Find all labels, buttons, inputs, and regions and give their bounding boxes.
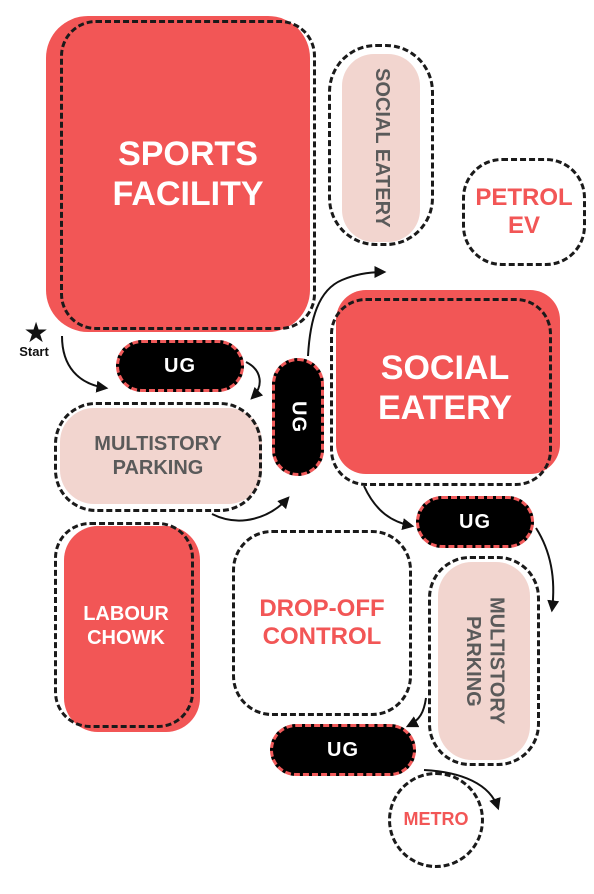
flow-arrow-dropoff-to-ug4 [405, 697, 427, 728]
ug-capsule-3: UG [416, 496, 534, 548]
ug-capsule-2: UG [272, 358, 324, 476]
petrol-ev-label: PETROL EV [475, 183, 573, 239]
labour-chowk-label: LABOUR CHOWK [83, 603, 169, 649]
drop-off-control-zone: DROP-OFF CONTROL [232, 530, 412, 716]
labour-chowk-outline [54, 522, 194, 728]
social-eatery-main-outline [330, 298, 552, 486]
sports-facility-outline [60, 20, 316, 330]
ug-capsule-1: UG [116, 340, 244, 392]
social-eatery-top-outline [328, 44, 434, 246]
sports-facility-zone: SPORTS FACILITY [46, 16, 316, 332]
social-eatery-top-label: SOCIAL EATERY [370, 68, 393, 228]
flow-arrow-start-to-parking [61, 335, 109, 393]
social-eatery-main-zone: SOCIAL EATERY [330, 290, 560, 486]
multistory-parking-left-zone: MULTISTORY PARKING [50, 402, 262, 514]
flow-arrow-parking-to-ug2 [211, 496, 290, 522]
drop-off-control-label: DROP-OFF CONTROL [259, 594, 385, 650]
metro-label: METRO [403, 809, 469, 830]
flow-arrow-ug3-to-parking-right [535, 527, 560, 613]
petrol-ev-zone: PETROL EV [462, 158, 586, 266]
labour-chowk-zone: LABOUR CHOWK [54, 520, 200, 732]
multistory-parking-right-zone: MULTISTORY PARKING [428, 556, 540, 766]
sports-facility-label: SPORTS FACILITY [112, 134, 264, 213]
petrol-ev-outline [462, 158, 586, 266]
flow-arrow-eatery-to-ug3 [363, 485, 415, 530]
flow-arrow-ug2-to-top [307, 266, 387, 357]
start-label: Start [19, 344, 49, 360]
metro-outline [388, 772, 484, 868]
multistory-parking-right-outline [428, 556, 540, 766]
social-eatery-main-label: SOCIAL EATERY [377, 348, 513, 427]
metro-zone: METRO [388, 772, 484, 868]
ug-capsule-4: UG [270, 724, 416, 776]
star-icon: ★ [23, 317, 49, 348]
drop-off-control-outline [232, 530, 412, 716]
social-eatery-top-zone: SOCIAL EATERY [326, 44, 436, 246]
multistory-parking-right-label: MULTISTORY PARKING [462, 597, 508, 725]
sports-facility-fill [46, 16, 310, 332]
multistory-parking-left-outline [54, 402, 262, 512]
flow-arrow-ug1-to-parking [245, 361, 264, 400]
multistory-parking-left-label: MULTISTORY PARKING [94, 433, 222, 479]
flow-arrow-ug4-to-metro [423, 769, 501, 811]
